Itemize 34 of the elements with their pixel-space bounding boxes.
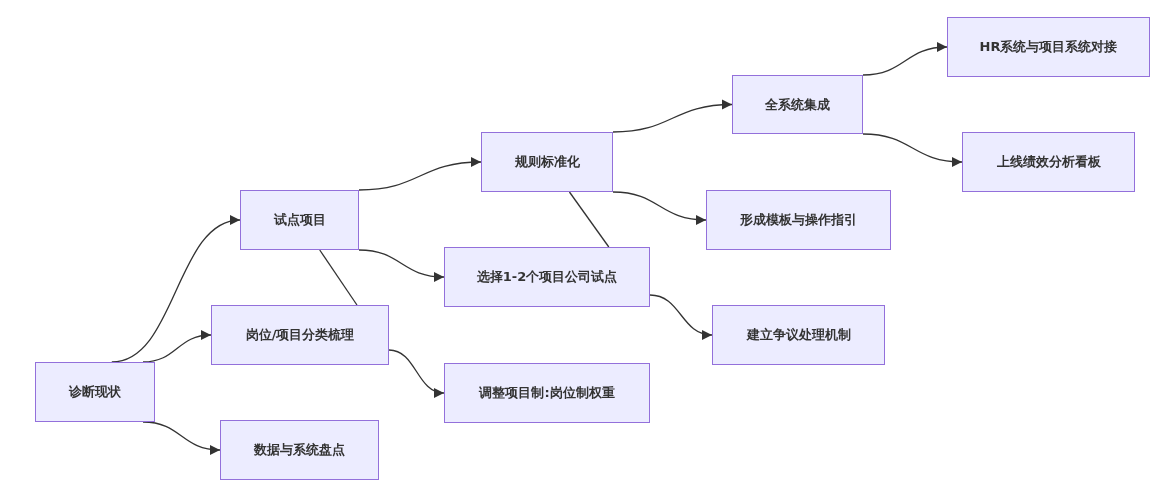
process-box [220, 420, 379, 480]
box-label: 上线绩效分析看板 [996, 153, 1101, 171]
box-label: 岗位/项目分类梳理 [245, 326, 355, 344]
arrow [862, 42, 948, 76]
process-box [35, 362, 155, 422]
box-label: 调整项目制:岗位制权重 [479, 384, 615, 402]
box-label: HR系统与项目系统对接 [979, 38, 1118, 56]
process-box [240, 190, 359, 250]
connector-line [319, 249, 358, 306]
arrow [862, 133, 963, 167]
process-box [211, 305, 389, 365]
process-box [481, 132, 613, 192]
process-box [962, 132, 1135, 192]
box-label: 全系统集成 [765, 95, 830, 114]
arrow [612, 191, 707, 225]
process-box [444, 247, 650, 307]
process-box [712, 305, 885, 365]
process-box [732, 75, 863, 134]
arrow [358, 157, 482, 191]
box-label: 试点项目 [273, 211, 326, 229]
arrow [388, 349, 445, 397]
box-label: 规则标准化 [514, 153, 580, 171]
process-box [947, 17, 1150, 77]
process-box [706, 190, 891, 250]
box-label: 形成模板与操作指引 [740, 211, 857, 229]
box-label: 诊断现状 [69, 383, 121, 401]
arrow [649, 294, 713, 340]
process-box [444, 363, 650, 423]
connector-line [568, 191, 610, 248]
arrow [358, 249, 445, 282]
box-label: 选择1-2个项目公司试点 [476, 268, 618, 286]
arrow [612, 99, 733, 133]
box-label: 数据与系统盘点 [254, 441, 345, 459]
box-label: 建立争议处理机制 [746, 326, 851, 344]
